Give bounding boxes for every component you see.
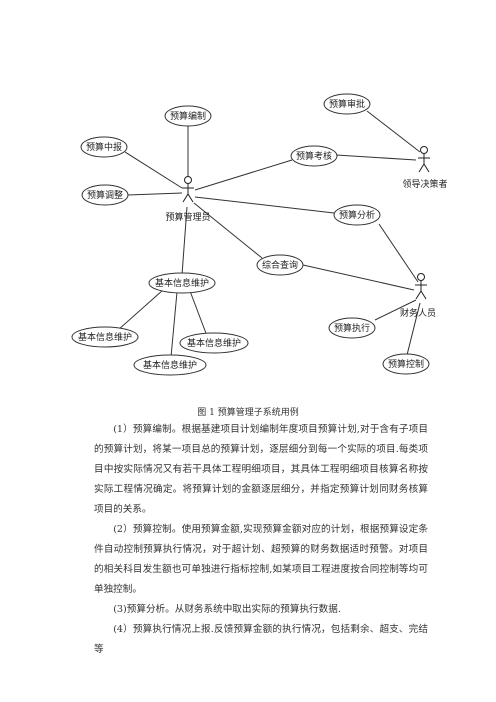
assoc-leader-review xyxy=(366,110,421,153)
use-case-analyze: 预算分析 xyxy=(333,204,381,226)
use-case-review: 预算审批 xyxy=(323,93,371,115)
stick-figure-icon xyxy=(418,146,430,173)
actor-finance: 财务人员 xyxy=(400,273,436,319)
use-case-ellipse xyxy=(148,272,216,294)
assoc-manager-info xyxy=(181,206,188,276)
use-case-edit: 预算编制 xyxy=(164,105,212,127)
use-case-ellipse xyxy=(164,105,212,127)
use-case-label: 预算考核 xyxy=(296,150,332,162)
use-case-ellipse xyxy=(328,317,376,339)
use-case-ellipse xyxy=(133,354,207,376)
assoc-finance-exec xyxy=(374,299,417,321)
use-case-ellipse xyxy=(81,184,129,206)
use-case-ellipse xyxy=(71,326,139,348)
assoc-manager-assess xyxy=(194,159,293,191)
use-case-label: 预算执行 xyxy=(334,322,370,334)
use-case-nodes: 预算编制预算中报预算调整预算审批预算考核预算分析综合查询基本信息维护基本信息维护… xyxy=(71,93,430,376)
actor-manager: 预算管理员 xyxy=(165,176,211,223)
use-case-exec: 预算执行 xyxy=(328,317,376,339)
use-case-info: 基本信息维护 xyxy=(148,272,216,294)
paragraph-3: (3)预算分析。从财务系统中取出实际的预算执行数据. xyxy=(113,604,341,615)
actor-label: 领导决策者 xyxy=(402,178,447,190)
use-case-info-c: 基本信息维护 xyxy=(179,332,249,354)
use-case-info-a: 基本信息维护 xyxy=(71,326,139,348)
actor-leader: 领导决策者 xyxy=(402,146,448,190)
use-case-ellipse xyxy=(80,136,128,158)
use-case-ellipse xyxy=(290,145,338,167)
actor-label: 财务人员 xyxy=(400,307,436,319)
use-case-ellipse xyxy=(382,353,430,375)
association-lines xyxy=(117,110,421,358)
assoc-manager-analyze xyxy=(194,196,335,214)
use-case-query: 综合查询 xyxy=(256,254,304,276)
assoc-manager-query xyxy=(193,202,263,259)
use-case-label: 预算审批 xyxy=(329,98,365,110)
assoc-finance-query xyxy=(302,264,415,291)
assoc-leader-assess xyxy=(335,154,417,161)
use-case-label: 预算控制 xyxy=(388,358,424,370)
use-case-label: 基本信息维护 xyxy=(187,337,241,349)
use-case-label: 基本信息维护 xyxy=(155,277,209,289)
use-case-label: 基本信息维护 xyxy=(143,359,197,371)
use-case-diagram: 预算编制预算中报预算调整预算审批预算考核预算分析综合查询基本信息维护基本信息维护… xyxy=(71,93,448,376)
assoc-finance-control xyxy=(406,302,421,356)
assoc-manager-report xyxy=(124,151,183,189)
use-case-control: 预算控制 xyxy=(382,353,430,375)
figure-caption: 图 1 预算管理子系统用例 xyxy=(197,408,299,418)
stick-figure-icon xyxy=(415,273,427,300)
body-text: (1）预算编制。根据基建项目计划编制年度项目预算计划,对于含有子项目的预算计划，… xyxy=(94,420,428,660)
paragraph-1: (1）预算编制。根据基建项目计划编制年度项目预算计划,对于含有子项目的预算计划，… xyxy=(94,424,428,515)
paragraph-4: (4）预算执行情况上报.反馈预算金额的执行情况，包括剩余、超支、完结等 xyxy=(94,624,428,655)
use-case-ellipse xyxy=(256,254,304,276)
use-case-label: 预算调整 xyxy=(87,189,123,201)
assoc-finance-analyze xyxy=(378,223,419,283)
assoc-manager-adjust xyxy=(127,192,183,196)
paragraph-2: (2）预算控制。使用预算金额,实现预算金额对应的计划，根据预算设定条件自动控制预… xyxy=(94,524,428,595)
use-case-report: 预算中报 xyxy=(80,136,128,158)
use-case-label: 预算编制 xyxy=(170,110,206,122)
use-case-label: 预算分析 xyxy=(339,209,375,221)
actor-label: 预算管理员 xyxy=(165,211,210,223)
assoc-info-a xyxy=(117,289,164,331)
assoc-info-c xyxy=(189,290,208,337)
use-case-label: 预算中报 xyxy=(86,141,122,153)
use-case-ellipse xyxy=(179,332,249,354)
use-case-label: 基本信息维护 xyxy=(78,331,132,343)
use-case-info-b: 基本信息维护 xyxy=(133,354,207,376)
use-case-assess: 预算考核 xyxy=(290,145,338,167)
use-case-ellipse xyxy=(323,93,371,115)
use-case-label: 综合查询 xyxy=(262,259,298,271)
stick-figure-icon xyxy=(182,176,194,203)
use-case-adjust: 预算调整 xyxy=(81,184,129,206)
use-case-ellipse xyxy=(333,204,381,226)
assoc-info-b xyxy=(170,291,178,358)
